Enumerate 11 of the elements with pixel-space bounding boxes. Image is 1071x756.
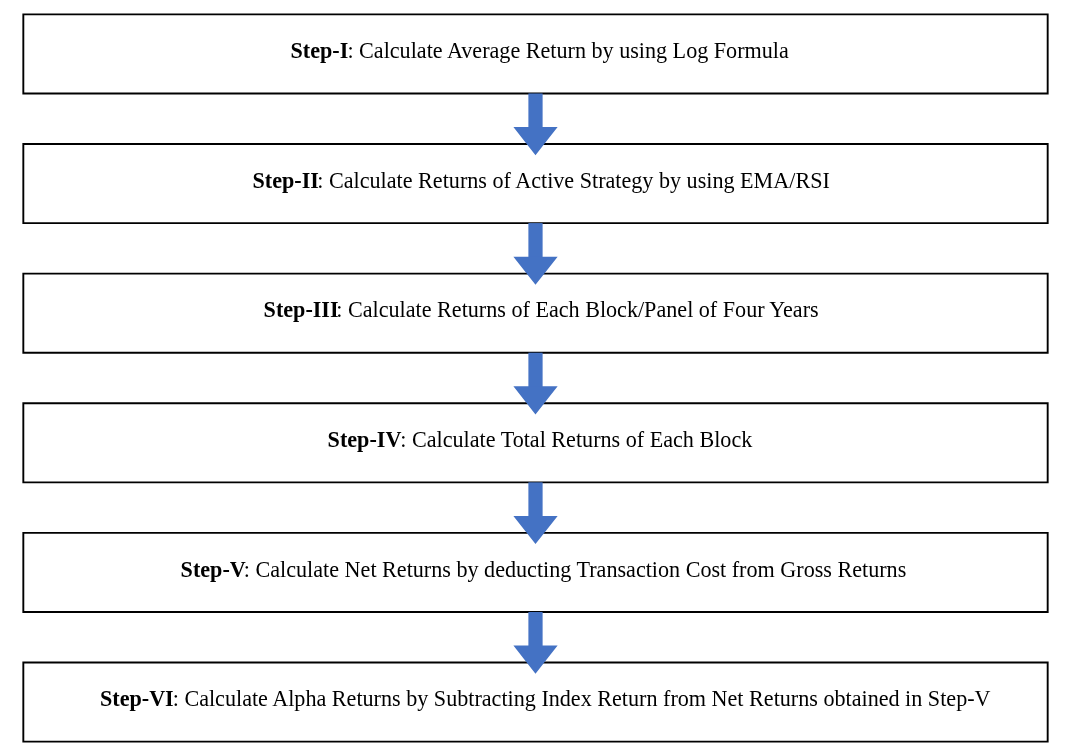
node-box: Step-II: Calculate Returns of Active Strategy by using EMA/RSI bbox=[22, 143, 1049, 225]
node-box: Step-IV: Calculate Total Returns of Each Block bbox=[22, 402, 1049, 484]
node-box: Step-III: Calculate Returns of Each Block/Panel of Four Years bbox=[22, 272, 1049, 354]
node-box: Step-I: Calculate Average Return by using Log Formula bbox=[22, 13, 1049, 95]
arrow bbox=[513, 482, 558, 544]
arrow bbox=[513, 611, 558, 674]
node-box: Step-VI: Calculate Alpha Returns by Subtracting Index Return from Net Returns obtained in Step-V bbox=[22, 661, 1049, 743]
arrow bbox=[513, 352, 558, 415]
arrow bbox=[513, 223, 558, 285]
arrow bbox=[513, 93, 558, 156]
node-box: Step-V: Calculate Net Returns by deducting Transaction Cost from Gross Returns bbox=[22, 531, 1049, 613]
